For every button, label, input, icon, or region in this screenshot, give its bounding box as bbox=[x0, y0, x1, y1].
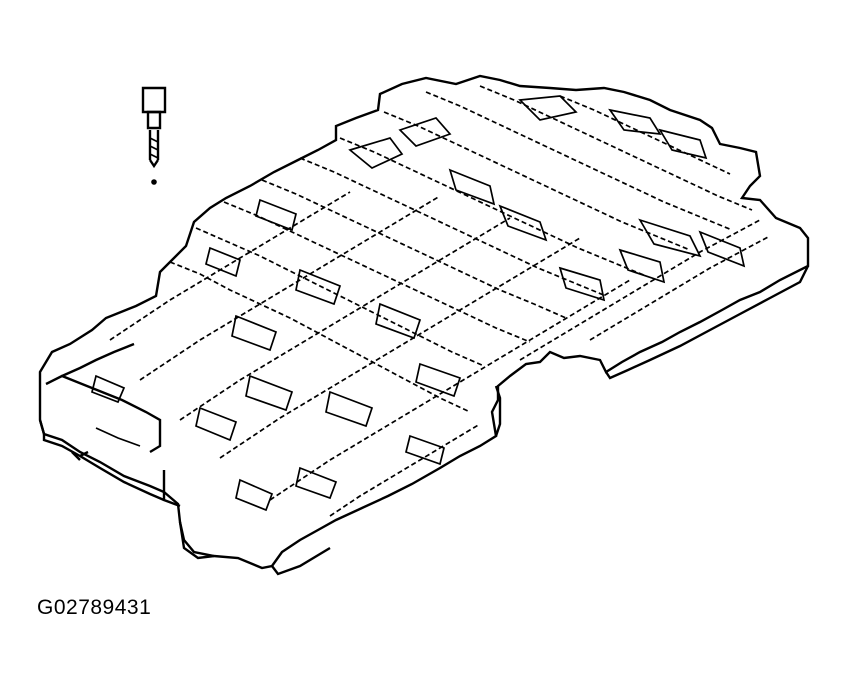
figure-id-label: G02789431 bbox=[37, 596, 152, 619]
valve-body-icon bbox=[38, 74, 810, 576]
bolt-icon bbox=[141, 86, 167, 185]
